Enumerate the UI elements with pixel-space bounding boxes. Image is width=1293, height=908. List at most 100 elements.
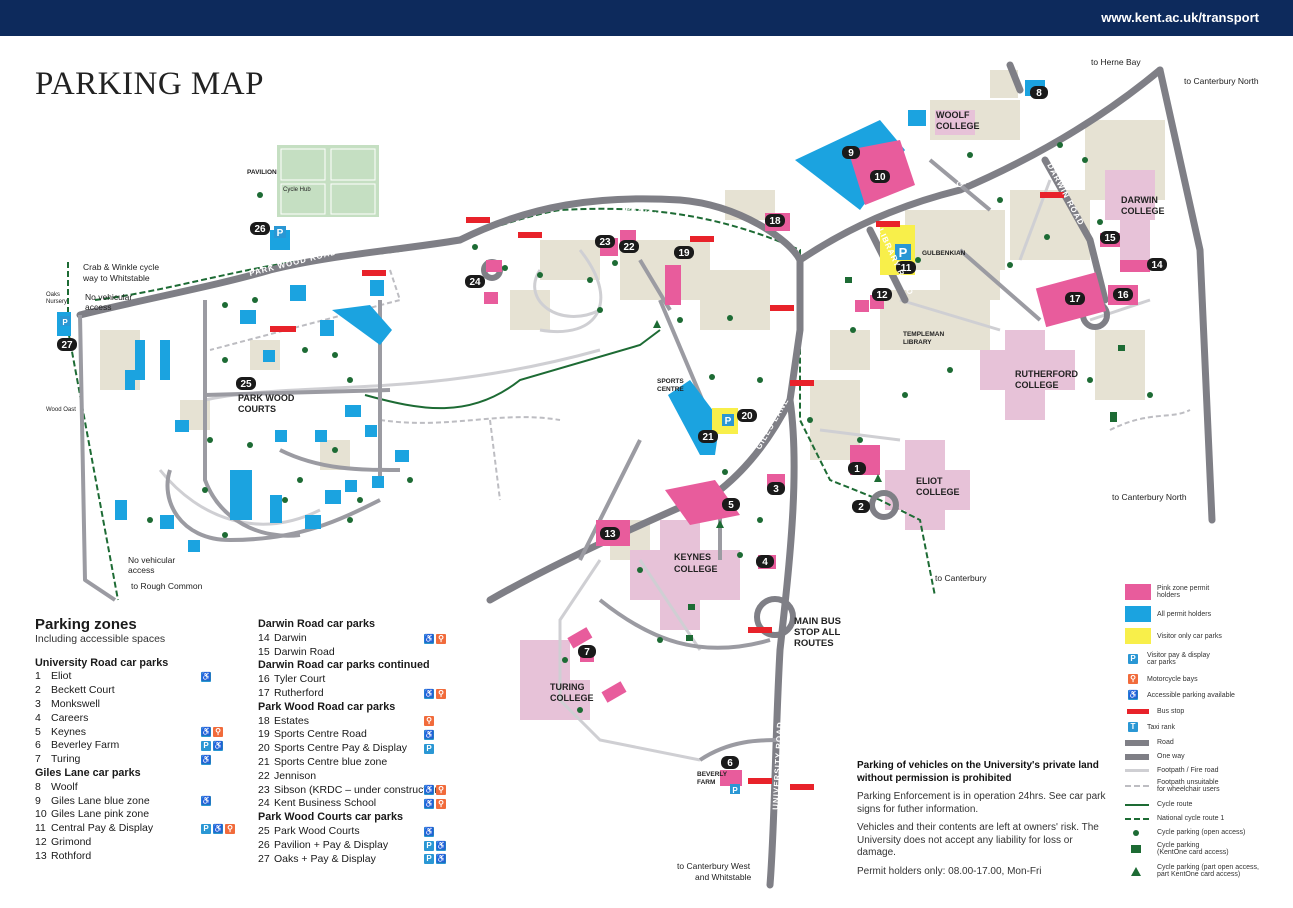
minor-roads [78, 158, 1042, 762]
svg-text:Wood Oast: Wood Oast [46, 407, 76, 413]
zone-number: 4 [35, 711, 41, 724]
svg-text:COLLEGE: COLLEGE [674, 564, 718, 574]
legend-oneway: One way [1125, 753, 1185, 760]
parking-zones-panel: Parking zones Including accessible space… [35, 617, 255, 864]
svg-text:P: P [277, 228, 284, 239]
zone-number: 25 [258, 824, 270, 837]
zone-name: Darwin Road [274, 645, 335, 658]
svg-text:26: 26 [254, 224, 266, 235]
zone-icons: ♿⚲ [424, 799, 446, 810]
accessible-icon: ♿ [213, 824, 223, 835]
zone-number: 24 [258, 797, 270, 810]
zone-number: 16 [258, 673, 270, 686]
svg-text:RUTHERFORD: RUTHERFORD [1015, 369, 1078, 379]
zone-group-heading: Darwin Road car parks continued [258, 659, 430, 672]
legend-moto: ⚲Motorcycle bays [1125, 674, 1198, 684]
parking-notice: Parking of vehicles on the University's … [857, 760, 1107, 884]
zone-icons: ♿ [201, 755, 211, 766]
zone-group-heading: Giles Lane car parks [35, 766, 141, 779]
zone-number: 10 [35, 808, 47, 821]
svg-text:19: 19 [678, 248, 690, 259]
bus-stops [270, 192, 1064, 790]
zone-icons: P♿ [424, 840, 446, 851]
zone-number: 5 [35, 725, 41, 738]
pay-display-icon: P [424, 854, 434, 865]
zone-number: 21 [258, 755, 270, 768]
zone-number: 13 [35, 849, 47, 862]
cycle-parking-card [686, 277, 1125, 641]
svg-text:17: 17 [1069, 294, 1081, 305]
zone-number: 27 [258, 852, 270, 865]
zone-number: 23 [258, 783, 270, 796]
legend-footpath: Footpath / Fire road [1125, 767, 1218, 774]
zone-name: Grimond [51, 835, 92, 848]
svg-text:TURING: TURING [550, 682, 585, 692]
motorcycle-icon: ⚲ [213, 727, 223, 738]
legend-bus: Bus stop [1125, 708, 1184, 715]
motorcycle-icon: ⚲ [436, 688, 446, 699]
svg-text:Cycle Hub: Cycle Hub [283, 187, 311, 193]
svg-text:10: 10 [874, 172, 886, 183]
zone-group-heading: Park Wood Road car parks [258, 700, 396, 713]
zone-name: Giles Lane blue zone [51, 794, 150, 807]
zone-name: Central Pay & Display [51, 822, 154, 835]
zone-icons: ♿⚲ [201, 727, 223, 738]
accessible-icon: ♿ [201, 796, 211, 807]
svg-text:4: 4 [762, 557, 768, 568]
svg-text:15: 15 [1104, 233, 1116, 244]
svg-text:23: 23 [599, 237, 611, 248]
zone-row: 13 Rothford [35, 850, 255, 864]
motorcycle-icon: ⚲ [436, 633, 446, 644]
zone-name: Rothford [51, 849, 92, 862]
svg-text:PAVILION: PAVILION [247, 169, 277, 176]
svg-text:LIBRARY: LIBRARY [903, 339, 932, 346]
zone-name: Darwin [274, 631, 307, 644]
motorcycle-icon: ⚲ [436, 799, 446, 810]
zone-number: 15 [258, 645, 270, 658]
svg-text:ELIOT: ELIOT [916, 476, 943, 486]
svg-text:to Canterbury North: to Canterbury North [1184, 76, 1259, 86]
zone-number: 3 [35, 697, 41, 710]
accessible-icon: ♿ [424, 688, 434, 699]
zone-name: Woolf [51, 780, 78, 793]
website-link[interactable]: www.kent.ac.uk/transport [1101, 10, 1259, 25]
zone-name: Tyler Court [274, 673, 326, 686]
zone-number: 12 [35, 835, 47, 848]
svg-text:21: 21 [702, 432, 714, 443]
svg-text:7: 7 [584, 647, 590, 658]
zone-number: 26 [258, 838, 270, 851]
motorcycle-icon: ⚲ [436, 785, 446, 796]
svg-text:GULBENKIAN: GULBENKIAN [922, 250, 966, 257]
pay-display-icon: P [201, 824, 211, 835]
zone-number: 17 [258, 686, 270, 699]
svg-text:STOP ALL: STOP ALL [794, 627, 840, 638]
map-labels: WOOLF COLLEGE DARWIN COLLEGE RUTHERFORD … [46, 57, 1259, 882]
zone-icons: ♿⚲ [424, 688, 446, 699]
svg-text:to Herne Bay: to Herne Bay [1091, 57, 1141, 67]
notice-heading: Parking of vehicles on the University's … [857, 760, 1099, 784]
cycle-parking [147, 142, 1153, 713]
zone-name: Estates [274, 714, 310, 727]
svg-text:TEMPLEMAN: TEMPLEMAN [903, 331, 944, 338]
svg-text:CENTRE: CENTRE [657, 386, 684, 393]
svg-text:P: P [62, 318, 68, 327]
accessible-icon: ♿ [1128, 690, 1138, 700]
svg-text:WOOLF: WOOLF [936, 110, 970, 120]
zone-name: Turing [51, 753, 81, 766]
sports-fields [277, 145, 379, 217]
car-park-markers: 1 2 3 4 5 6 7 8 9 10 11 12 13 14 15 16 1… [57, 86, 1167, 769]
